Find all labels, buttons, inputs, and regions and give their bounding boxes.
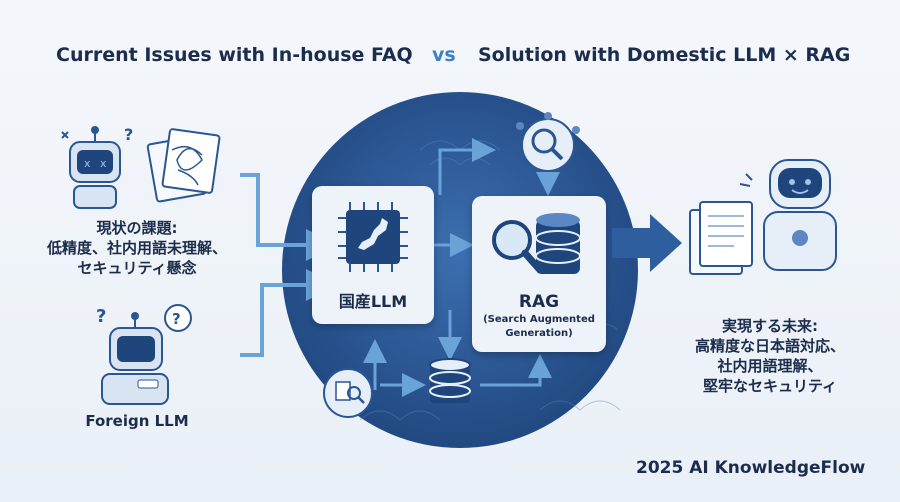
future-line-1: 実現する未来: bbox=[722, 317, 818, 335]
current-issues-line-1: 現状の課題: bbox=[96, 219, 178, 237]
left-title: Current Issues with In-house FAQ bbox=[56, 44, 413, 66]
happy-robot-icon bbox=[689, 159, 837, 275]
search-network-icon bbox=[516, 112, 580, 172]
magnifier-database-icon bbox=[492, 213, 581, 274]
domestic-llm-box: 国産LLM bbox=[312, 186, 434, 324]
svg-text:?: ? bbox=[124, 125, 133, 144]
rag-sub-2: Generation) bbox=[505, 328, 573, 339]
svg-text:?: ? bbox=[96, 306, 106, 327]
rag-label: RAG bbox=[518, 292, 560, 312]
current-issues-line-3: セキュリティ懸念 bbox=[77, 259, 197, 277]
svg-text:?: ? bbox=[172, 310, 181, 328]
future-text: 実現する未来: 高精度な日本語対応、 社内用語理解、 堅牢なセキュリティ bbox=[650, 316, 890, 396]
document-search-icon bbox=[323, 368, 373, 418]
database-icon bbox=[429, 358, 471, 403]
japan-chip-icon bbox=[338, 202, 408, 272]
confused-robot-icon: x x ? bbox=[61, 125, 133, 209]
brand-footer: 2025 AI KnowledgeFlow bbox=[636, 458, 866, 478]
foreign-llm-label: Foreign LLM bbox=[85, 412, 189, 430]
svg-text:x: x bbox=[84, 157, 91, 170]
future-line-2: 高精度な日本語対応、 bbox=[694, 337, 845, 355]
vs-label: vs bbox=[432, 44, 456, 66]
domestic-llm-label: 国産LLM bbox=[338, 292, 408, 311]
rag-box: RAG (Search Augmented Generation) bbox=[472, 196, 606, 352]
foreign-robot-icon: ? ? bbox=[96, 304, 192, 405]
future-line-3: 社内用語理解、 bbox=[717, 357, 823, 375]
current-issues-line-2: 低精度、社内用語未理解、 bbox=[46, 239, 227, 257]
arrow-llm-to-rag-top bbox=[438, 138, 496, 195]
tangled-documents-icon bbox=[146, 128, 221, 203]
right-title: Solution with Domestic LLM × RAG bbox=[478, 44, 851, 66]
rag-sub-1: (Search Augmented bbox=[483, 314, 595, 325]
arrow-db-to-rag bbox=[480, 354, 552, 387]
output-arrow bbox=[612, 214, 682, 272]
current-issues-text: 現状の課題: 低精度、社内用語未理解、 セキュリティ懸念 bbox=[32, 218, 242, 278]
arrow-foreign-to-llm bbox=[240, 269, 338, 357]
arrow-issue-to-llm bbox=[240, 173, 338, 261]
future-line-4: 堅牢なセキュリティ bbox=[702, 377, 838, 395]
svg-text:x: x bbox=[100, 157, 107, 170]
